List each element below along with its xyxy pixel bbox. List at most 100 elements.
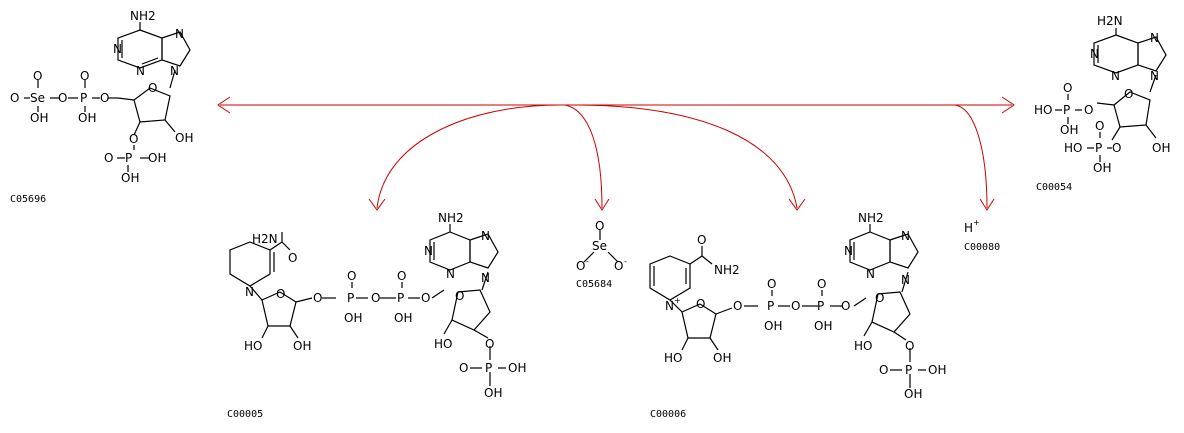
compound-c00054[interactable]: H2N N N N N O O HO P O OH O HO P O OH OH…: [1034, 14, 1170, 193]
ring-n-label: N: [1150, 31, 1159, 45]
nh2-label: NH2: [438, 211, 464, 225]
ring-n-label: N: [665, 299, 674, 313]
o-label: O: [817, 277, 826, 291]
ho-label: HO: [1034, 103, 1052, 117]
ring-o-label: O: [455, 289, 464, 303]
compound-c05696[interactable]: NH2 N N N N O Se O O OH O P O OH O O OH …: [10, 9, 193, 205]
ribose-1-bonds: [261, 291, 313, 339]
ring-n-label: N: [866, 267, 875, 281]
oh-label: OH: [175, 131, 193, 145]
oh-label: OH: [30, 111, 48, 125]
oh-label: OH: [508, 361, 526, 375]
compound-id-c05684: C05684: [576, 279, 612, 290]
oh-label: OH: [1152, 141, 1170, 155]
se-label: Se: [592, 239, 607, 253]
ho-label: HO: [244, 339, 262, 353]
o-label: O: [100, 91, 109, 105]
oh-label: OH: [344, 311, 362, 325]
o-label: O: [1112, 141, 1121, 155]
ho-label: HO: [434, 337, 452, 351]
plus-charge: +: [674, 296, 681, 305]
o-label: O: [33, 69, 42, 83]
ring-n-label: N: [113, 42, 122, 56]
oh-label: OH: [78, 111, 96, 125]
ring-o-label: O: [1124, 87, 1133, 101]
o-label: O: [841, 299, 850, 313]
p-label: P: [767, 299, 774, 313]
compound-id-c05696: C05696: [10, 194, 46, 205]
ring-n-label: N: [446, 267, 455, 281]
ring-n-label: N: [1090, 47, 1099, 61]
p-label: P: [1095, 141, 1102, 155]
arrowhead-c00005: [368, 198, 386, 211]
phosphate-bonds: [1055, 94, 1112, 162]
arrowhead-c05684: [594, 198, 610, 211]
ring-n-label: N: [170, 64, 179, 78]
o-label: O: [767, 277, 776, 291]
branch-arrow-c00080: [954, 104, 988, 209]
p-label: P: [80, 91, 87, 105]
o-label: O: [595, 219, 604, 233]
ribose-bonds: [1096, 91, 1157, 141]
nicotinamide-ring-bonds: [229, 232, 291, 301]
arrowhead-left: [217, 96, 231, 114]
oh-label: OH: [764, 319, 782, 333]
p-label: P: [397, 291, 404, 305]
se-label: Se: [30, 91, 45, 105]
minus-charge: -: [624, 257, 627, 266]
compound-c00006[interactable]: O NH2 N + O HO OH O P O OH O P O OH O NH…: [649, 211, 946, 420]
arrowhead-c00080: [979, 198, 995, 211]
compound-id-c00005: C00005: [227, 409, 263, 420]
compound-id-c00054: C00054: [1036, 182, 1072, 193]
ring-n-label: N: [175, 27, 184, 41]
o-label: O: [905, 339, 914, 353]
branch-arrow-c00005: [376, 104, 561, 209]
o-label: O: [347, 269, 356, 283]
p-label: P: [125, 151, 132, 165]
ring-o-label: O: [696, 297, 705, 311]
compound-c00080[interactable]: H + C00080: [964, 218, 1000, 253]
o-label: O: [733, 299, 742, 313]
o-label: O: [58, 91, 67, 105]
adenine-ring-bonds: [849, 224, 919, 293]
o-label: O: [421, 291, 430, 305]
ring-n-label: N: [901, 229, 910, 243]
ribose-2-bonds: [443, 289, 506, 386]
p-label: P: [485, 361, 492, 375]
diphosphate-bonds: [322, 282, 445, 299]
compound-c00005[interactable]: H2N O N O HO OH O P O OH O P O OH O NH2 …: [227, 211, 526, 420]
oh-label: OH: [814, 319, 832, 333]
compound-c05684[interactable]: O Se O - O - C05684: [576, 219, 627, 290]
ring-n-label: N: [424, 244, 433, 258]
ribose-bonds: [117, 87, 176, 136]
oh-label: OH: [1093, 161, 1111, 175]
reaction-arrows: [217, 96, 1015, 211]
selenite-bonds: [583, 230, 619, 263]
ring-n-label: N: [901, 273, 910, 287]
o-label: O: [129, 132, 138, 146]
oh-label: OH: [394, 311, 412, 325]
o-label: O: [288, 251, 297, 265]
o-label: O: [104, 151, 113, 165]
o-label: O: [371, 291, 380, 305]
oh-label: OH: [904, 387, 922, 401]
ring-n-label: N: [1111, 69, 1120, 83]
o-label: O: [879, 363, 888, 377]
p-label: P: [347, 291, 354, 305]
ho-label: HO: [854, 339, 872, 353]
p-label: P: [817, 299, 824, 313]
o-label: O: [614, 259, 623, 273]
h-label: H: [964, 221, 973, 235]
ribose-1-bonds: [681, 303, 733, 351]
oh-label: OH: [928, 363, 946, 377]
arrowhead-c00006: [788, 198, 806, 211]
nh2-label: H2N: [1097, 14, 1123, 28]
branch-arrow-c05684: [564, 104, 603, 209]
o-label: O: [10, 91, 19, 105]
nh2-label: NH2: [714, 263, 740, 277]
ring-o-label: O: [148, 81, 157, 95]
ring-o-label: O: [875, 291, 884, 305]
o-label: O: [313, 291, 322, 305]
